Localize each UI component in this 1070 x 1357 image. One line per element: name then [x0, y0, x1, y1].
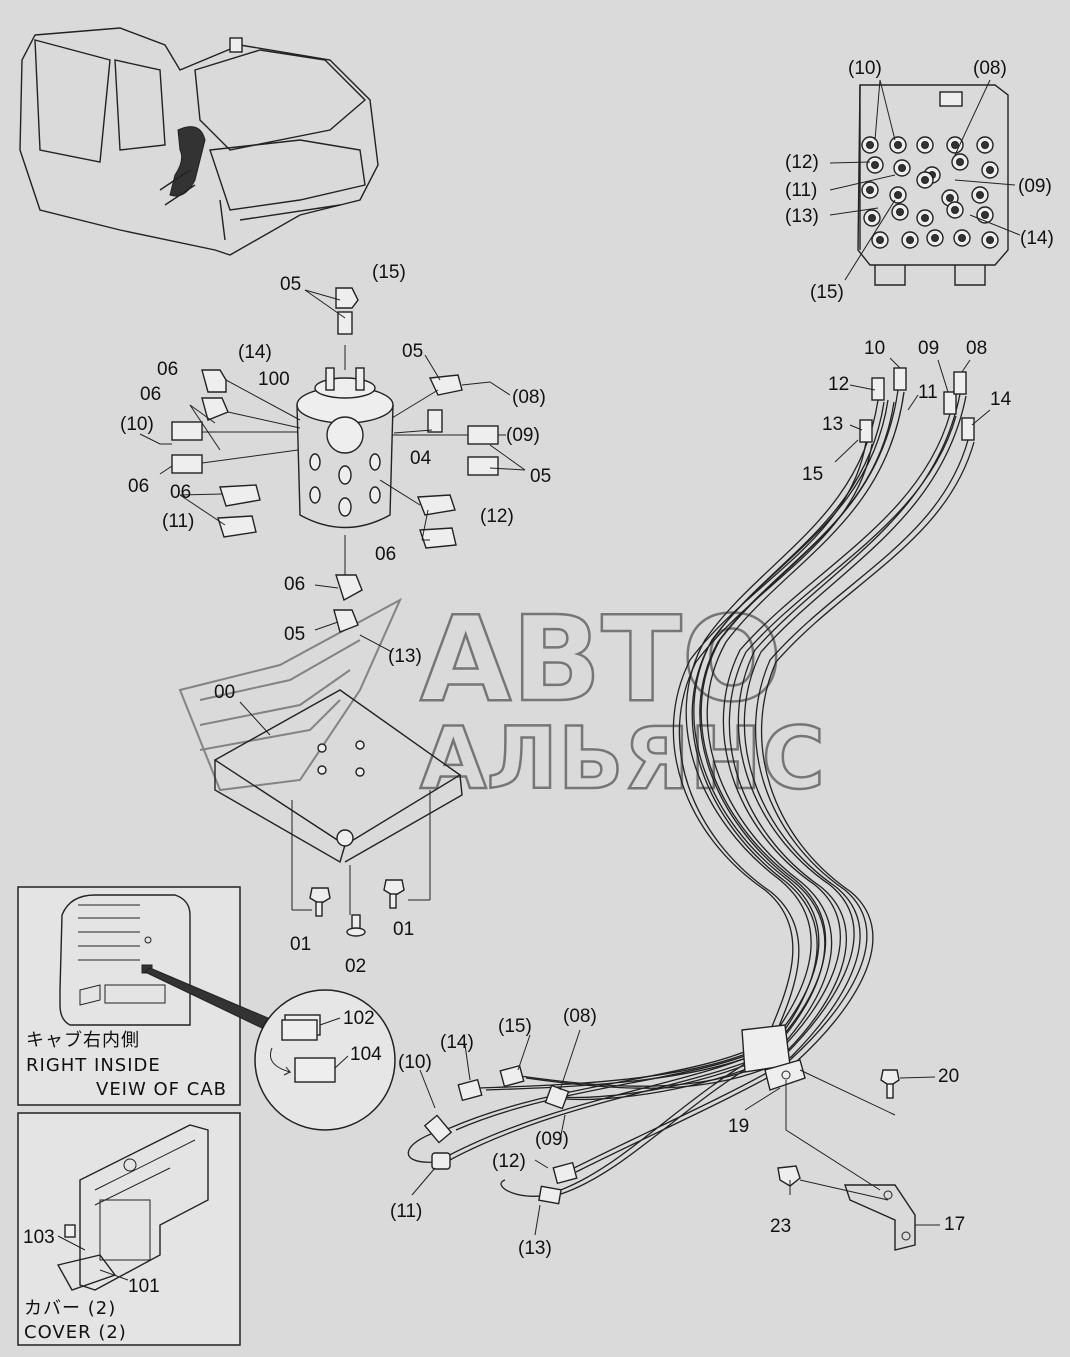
callout-labels: 05 (15) 06 (14) 100 06 (10) 06 05 (08) 0… — [23, 58, 1054, 1297]
cab-inset-jp: キャブ右内側 — [26, 1029, 140, 1051]
part-label-20: 20 — [938, 1066, 959, 1087]
callout-101: 101 — [128, 1276, 160, 1297]
bottom-label-09: (09) — [535, 1129, 569, 1150]
part-label-23: 23 — [770, 1216, 791, 1237]
callout-10a: (10) — [120, 414, 154, 435]
callout-103: 103 — [23, 1227, 55, 1248]
hose-label-08: 08 — [966, 338, 987, 359]
label-zoom-circle — [254, 989, 396, 1131]
valve-label-12: (12) — [785, 152, 819, 173]
callout-05a: 05 — [280, 274, 301, 295]
watermark-logo: АВТО АЛЬЯНС — [178, 589, 826, 810]
callout-09a: (09) — [506, 425, 540, 446]
callout-02: 02 — [345, 956, 366, 977]
valve-label-14: (14) — [1020, 228, 1054, 249]
clamp-and-bracket — [764, 1059, 916, 1251]
callout-14a: (14) — [238, 342, 272, 363]
mounting-plate — [213, 689, 463, 915]
hose-label-14: 14 — [990, 389, 1012, 410]
bottom-label-11: (11) — [390, 1201, 422, 1222]
callout-104: 104 — [350, 1044, 382, 1065]
bottom-label-15: (15) — [498, 1016, 532, 1037]
cab-inset-en2: VEIW OF CAB — [96, 1079, 227, 1100]
cab-inset-en1: RIGHT INSIDE — [26, 1055, 161, 1076]
bottom-label-08: (08) — [563, 1006, 597, 1027]
hose-label-15: 15 — [802, 464, 823, 485]
valve-label-09: (09) — [1018, 176, 1052, 197]
hose-label-11: 11 — [918, 382, 938, 403]
excavator-overview — [19, 27, 379, 256]
callout-11a: (11) — [162, 511, 194, 532]
callout-05b: 05 — [402, 341, 423, 362]
cab-inset: キャブ右内側 RIGHT INSIDE VEIW OF CAB — [17, 886, 269, 1106]
bottom-label-14: (14) — [440, 1032, 474, 1053]
callout-15a: (15) — [372, 262, 406, 283]
bolts — [292, 879, 430, 937]
valve-label-10: (10) — [848, 58, 882, 79]
callout-06a: 06 — [157, 359, 178, 380]
valve-label-13: (13) — [785, 206, 819, 227]
hose-label-10: 10 — [864, 338, 885, 359]
callout-00: 00 — [214, 682, 235, 703]
swivel-joint — [296, 345, 394, 575]
callout-06c: 06 — [128, 476, 149, 497]
hose-top-fittings — [859, 367, 975, 443]
part-label-19: 19 — [728, 1116, 749, 1137]
callout-05d: 05 — [284, 624, 305, 645]
hose-label-12: 12 — [828, 374, 849, 395]
part-label-17: 17 — [944, 1214, 965, 1235]
swivel-fittings — [171, 287, 499, 633]
valve-label-08: (08) — [973, 58, 1007, 79]
control-valve-block — [857, 84, 1009, 286]
callout-12a: (12) — [480, 506, 514, 527]
cover-inset-jp: カバー (2) — [24, 1298, 116, 1319]
callout-100: 100 — [258, 369, 290, 390]
callout-04: 04 — [410, 448, 432, 469]
hose-label-13: 13 — [822, 414, 843, 435]
callout-102: 102 — [343, 1008, 375, 1029]
valve-label-11: (11) — [785, 180, 817, 201]
bottom-label-13: (13) — [518, 1238, 552, 1259]
valve-label-15: (15) — [810, 282, 844, 303]
bottom-label-12: (12) — [492, 1151, 526, 1172]
hose-label-09: 09 — [918, 338, 939, 359]
cover-inset-en: COVER (2) — [24, 1322, 127, 1343]
callout-05c: 05 — [530, 466, 551, 487]
callout-13a: (13) — [388, 646, 422, 667]
callout-06f: 06 — [284, 574, 305, 595]
leader-lines — [139, 79, 1021, 1236]
callout-01a: 01 — [290, 934, 311, 955]
bottom-label-10: (10) — [398, 1052, 432, 1073]
callout-01b: 01 — [393, 919, 414, 940]
hose-bundle[interactable] — [407, 389, 975, 1197]
cover-inset: カバー (2) COVER (2) — [17, 1112, 241, 1346]
callout-08a: (08) — [512, 387, 546, 408]
callout-06d: 06 — [170, 482, 191, 503]
hose-bottom-fittings — [423, 1024, 791, 1205]
callout-06e: 06 — [375, 544, 396, 565]
callout-06b: 06 — [140, 384, 161, 405]
watermark-line1: АВТО — [420, 590, 782, 728]
